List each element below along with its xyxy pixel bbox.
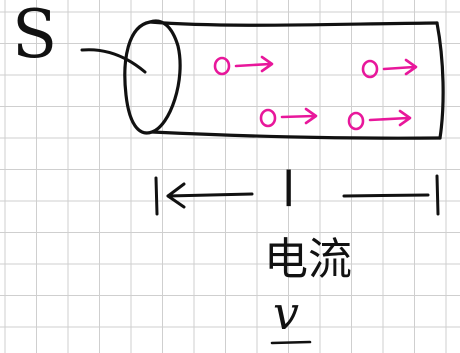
left-end-tick [154, 176, 159, 216]
cylinder-top-edge [148, 20, 439, 27]
charge-particle [361, 58, 418, 79]
left-arrowhead [166, 182, 186, 209]
cylinder-end-cap [123, 19, 182, 135]
velocity-label: v [273, 286, 299, 340]
length-dimension [154, 174, 440, 216]
moving-charges [213, 55, 418, 131]
right-dash [342, 193, 430, 198]
current-label: 电流 [264, 234, 352, 285]
cylinder-bottom-edge [150, 130, 442, 140]
charge-particle [347, 109, 412, 131]
right-end-tick [435, 174, 440, 216]
cross-section-pointer [80, 48, 147, 74]
cross-section-label: S [12, 0, 58, 73]
cylinder-far-end [435, 21, 445, 140]
velocity-underline [270, 340, 312, 345]
conductor-cylinder [123, 19, 445, 140]
charge-particle [213, 55, 274, 76]
length-label: l [282, 162, 296, 218]
charge-particle [259, 107, 318, 128]
left-arrow-shaft [166, 192, 254, 198]
